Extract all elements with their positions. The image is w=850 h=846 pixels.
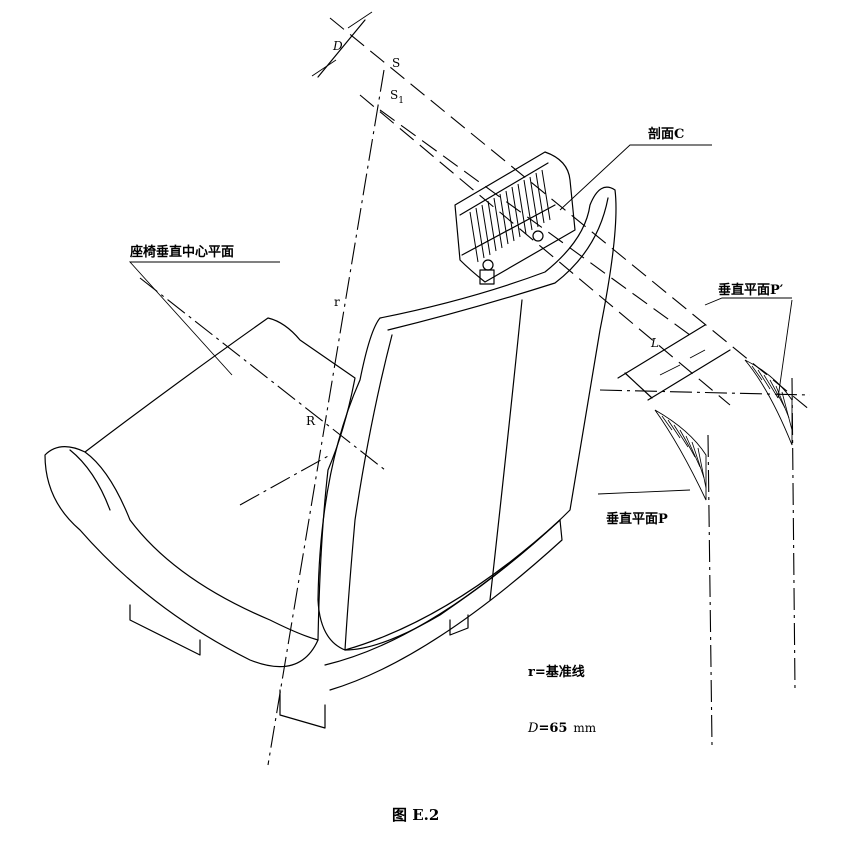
dim-l-ext-1 (617, 324, 706, 379)
label-point-s: S (392, 56, 400, 70)
center-axis-line (239, 454, 331, 506)
dim-l-ext-2 (647, 349, 731, 401)
label-dim-d: D (332, 39, 343, 53)
seat-cushion (44, 317, 356, 668)
leader-p (597, 489, 691, 495)
dim-d-line (317, 19, 366, 78)
seat-cushion-curve (69, 449, 111, 511)
dashed-line-s (329, 17, 811, 411)
dim-l-mark-1 (659, 364, 681, 376)
seat-leg-left (129, 604, 201, 656)
leader-section-c (559, 144, 712, 211)
dim-d-ext-1 (311, 59, 337, 77)
hatch-area-p (654, 409, 707, 501)
label-vertical-plane-p-prime: 垂直平面P′ (718, 282, 784, 298)
seat-back-center-seam (489, 299, 523, 601)
leader-center-plane (128, 261, 280, 376)
label-section-c: 剖面C (648, 126, 684, 142)
leader-p-prime-2 (777, 299, 793, 399)
seat-leg-center (279, 689, 326, 729)
hatch-area-p-prime (744, 359, 793, 446)
dim-l-line (624, 372, 653, 399)
label-dim-l: L (650, 336, 659, 350)
label-point-s1: S1 (390, 88, 404, 106)
vertical-plane-p-prime-line (791, 377, 796, 691)
dashed-line-s1 (359, 94, 731, 406)
seat-leg-right (449, 614, 469, 636)
vertical-plane-p-line (707, 434, 713, 746)
dim-l-mark-2 (689, 349, 706, 359)
label-line-r: r (334, 295, 340, 309)
dashed-line-inner (379, 109, 691, 336)
legend-reference-line: r=基准线 (528, 664, 585, 680)
seat-back-bottom-seam (344, 519, 561, 651)
seat-back-top-edge (387, 197, 609, 331)
headrest-device (454, 151, 576, 285)
seat-center-plane-line (139, 277, 386, 471)
figure-caption: 图 E.2 (392, 806, 439, 824)
label-vertical-plane-p: 垂直平面P (606, 511, 668, 527)
label-point-r: R (306, 414, 316, 428)
reference-line-r (267, 69, 385, 766)
plane-ref-line (599, 389, 811, 396)
seat-back (317, 186, 617, 651)
seat-base (324, 519, 563, 691)
leader-p-prime (704, 297, 792, 306)
dim-d-ext-2 (347, 11, 373, 29)
label-seat-center-plane: 座椅垂直中心平面 (129, 244, 234, 260)
seat-cushion-front-edge (84, 451, 319, 641)
seat-back-left-seam (344, 334, 393, 651)
